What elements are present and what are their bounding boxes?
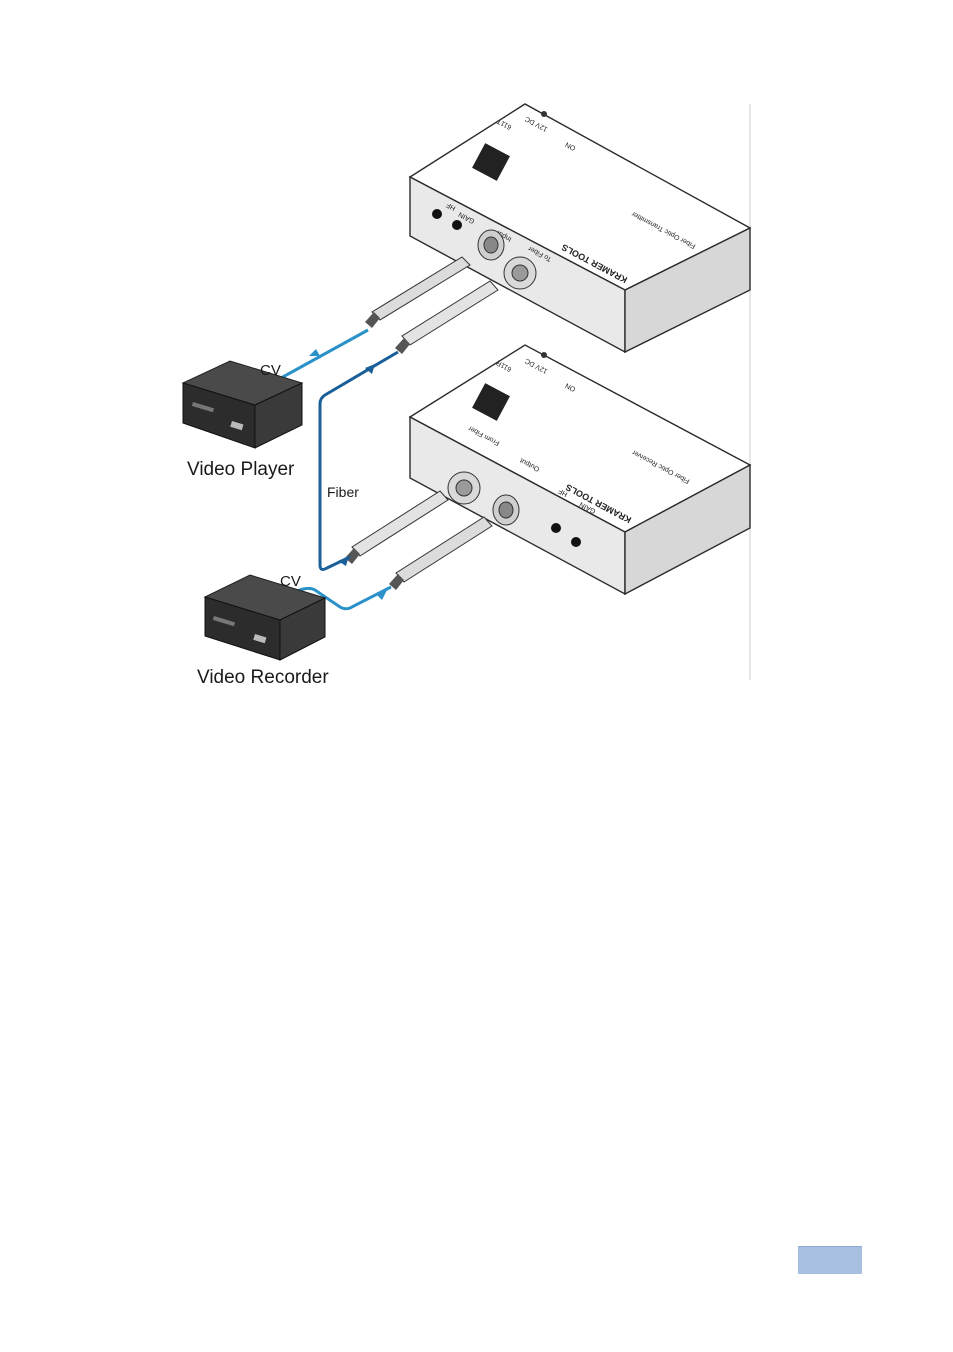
receiver-unit: 611R 12V DC ON From Fiber Output HF GAIN…	[410, 345, 750, 594]
receiver-gain-knob	[571, 537, 581, 547]
video-recorder-label: Video Recorder	[197, 667, 329, 688]
cv-top-arrow	[309, 349, 320, 356]
video-player-device	[183, 361, 302, 448]
transmitter-bnc-input	[478, 230, 504, 260]
cv-top-label: CV	[260, 362, 281, 379]
transmitter-hf-knob	[432, 209, 442, 219]
fiber-label: Fiber	[327, 484, 359, 500]
receiver-power-jack	[541, 352, 547, 358]
fiber-arrow-top	[365, 364, 375, 374]
cv-cable-top	[272, 330, 368, 383]
page-number-tab	[798, 1246, 862, 1274]
receiver-fiber-input	[448, 472, 480, 504]
transmitter-power-jack	[541, 111, 547, 117]
fiber-arrow-bottom	[338, 556, 349, 566]
cv-bottom-label: CV	[280, 573, 301, 590]
transmitter-fiber-output	[504, 257, 536, 289]
transmitter-gain-knob	[452, 220, 462, 230]
receiver-bnc-output	[493, 495, 519, 525]
video-player-label: Video Player	[187, 459, 295, 480]
transmitter-unit: 611T 12V DC ON HF GAIN Input To Fiber KR…	[410, 104, 750, 352]
receiver-hf-knob	[551, 523, 561, 533]
